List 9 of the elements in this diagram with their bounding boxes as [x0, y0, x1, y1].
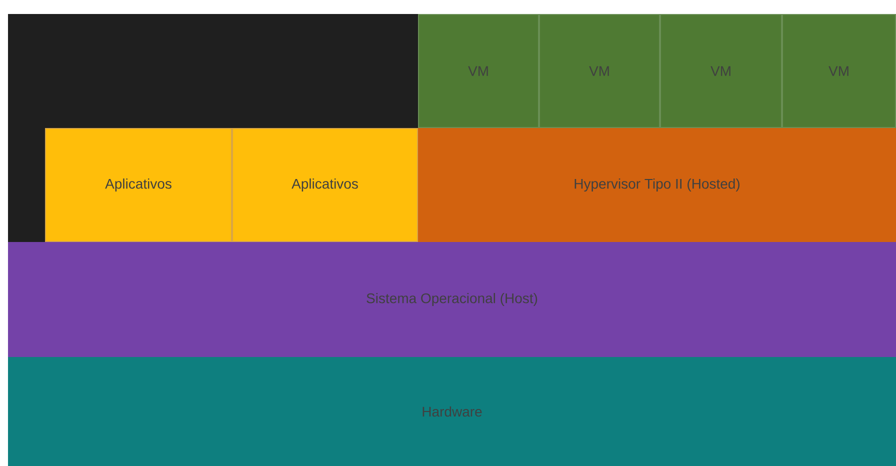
hardware-layer: Hardware — [8, 357, 896, 466]
vm-box: VM — [418, 14, 539, 128]
os-layer: Sistema Operacional (Host) — [8, 242, 896, 357]
vm-box: VM — [539, 14, 660, 128]
hypervisor-layer: Hypervisor Tipo II (Hosted) — [418, 128, 896, 242]
application-box: Aplicativos — [232, 128, 418, 242]
vm-box: VM — [660, 14, 782, 128]
vm-box: VM — [782, 14, 896, 128]
application-box: Aplicativos — [45, 128, 232, 242]
